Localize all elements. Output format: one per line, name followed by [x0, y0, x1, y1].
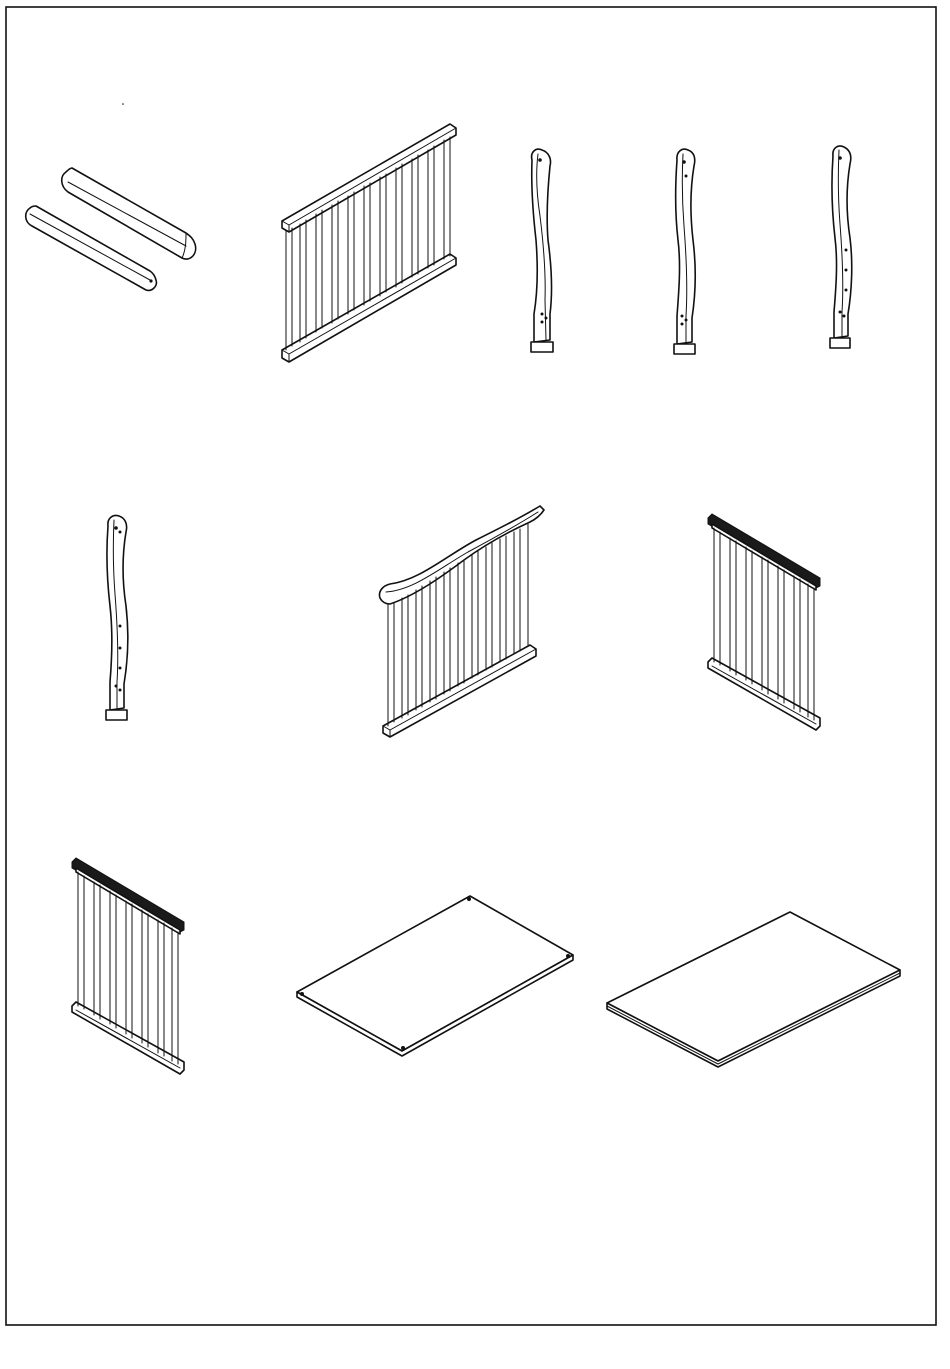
page-border	[6, 7, 936, 1325]
side-panel-right-bottom-rail	[708, 658, 820, 730]
side-panel-left-top-rail	[72, 858, 184, 932]
side-panel-left-bottom-rail	[72, 1002, 184, 1074]
post-right-back	[830, 146, 852, 348]
post-left-back	[106, 515, 128, 720]
post-right-front-foot	[674, 344, 695, 354]
post-left-front	[531, 149, 553, 352]
stray-mark	[122, 103, 124, 105]
mattress-support-board	[297, 896, 573, 1056]
post-left-back-foot	[106, 710, 127, 720]
base-board	[607, 912, 900, 1067]
headboard-top-cap	[379, 506, 544, 604]
side-panel-right	[708, 514, 820, 730]
post-right-front	[674, 149, 695, 354]
front-rail-panel	[282, 124, 456, 362]
side-panel-left	[72, 858, 184, 1074]
base-board-top	[607, 912, 900, 1061]
mattress-support-board-top	[297, 896, 573, 1051]
post-right-back-foot	[830, 338, 850, 348]
post-left-front-foot	[531, 342, 553, 352]
side-panel-right-top-rail	[708, 514, 820, 588]
front-rail-slats	[286, 137, 450, 350]
headboard-panel	[379, 506, 544, 737]
stabilizer-bar-hole	[149, 279, 152, 282]
stabilizer-bars	[26, 103, 196, 290]
